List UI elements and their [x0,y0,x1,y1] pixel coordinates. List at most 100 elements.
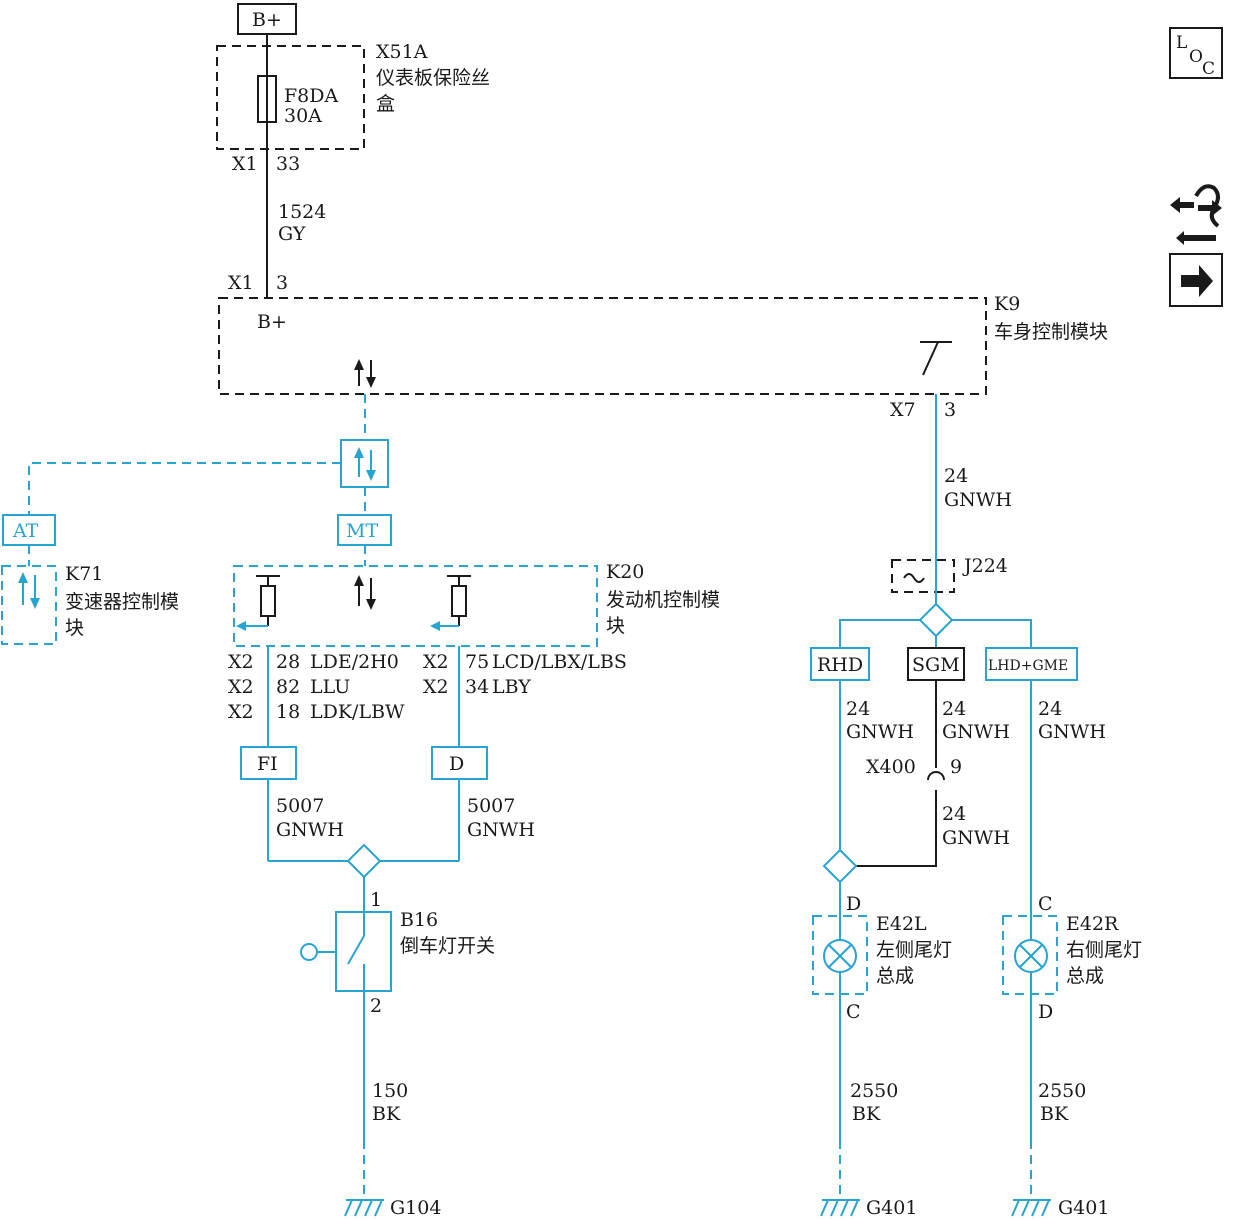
next-page-arrow-icon[interactable] [1169,253,1223,307]
bcm-outline [218,297,987,395]
wire-bcm-out-color: GNWH [944,489,1012,511]
reverse-lamp-switch-b16: 1 B16 倒车灯开关 2 150 BK G104 [300,889,495,1219]
body-control-module-k9: B+ K9 车身控制模块 X7 3 [218,293,1108,421]
wire-sgm-circuit: 24 [942,698,966,720]
ecm-serial-arrows-icon [354,575,376,610]
tcm-name-1: 变速器控制模 [65,591,179,613]
wire-rhd-circuit: 24 [846,698,870,720]
fuse-box-name-1: 仪表板保险丝 [376,67,490,89]
splice-j224-label: J224 [962,555,1008,577]
lamp-right-pin-bottom: D [1038,1001,1053,1023]
ecm-left-pin-engine: LDE/2H0 [310,651,399,673]
wire-2550-right-circuit: 2550 [1038,1080,1086,1102]
wire-rhd-color: GNWH [846,721,914,743]
fuse-rating: 30A [284,105,322,127]
lamp-right-name-2: 总成 [1066,965,1104,987]
variant-fi: FI [257,753,278,775]
variant-lhd-gme: LHD+GME [988,658,1068,674]
ecm-right-driver-icon [430,575,471,631]
lamp-right-name-1: 右侧尾灯 [1066,939,1142,961]
wire-150-color: BK [372,1103,401,1125]
fuse-box-connector: X1 [232,153,258,175]
wire-sgm-color: GNWH [942,721,1010,743]
lamp-right-id: E42R [1066,913,1119,935]
wire-lhd-circuit: 24 [1038,698,1062,720]
ecm-left-pin-number: 18 [276,701,300,723]
variant-sgm: SGM [912,654,960,676]
connector-x400-icon [927,771,945,781]
lamp-left-name-2: 总成 [876,965,914,987]
lamp-left-name-1: 左侧尾灯 [876,939,952,961]
wire-5007-left-color: GNWH [276,819,344,841]
ecm-right-pin-number: 34 [465,676,489,698]
bcm-name: 车身控制模块 [994,321,1108,343]
power-supply: B+ [237,3,297,298]
left-tail-lamp-e42l: D E42L 左侧尾灯 总成 C 2550 BK G401 [812,893,952,1219]
svg-text:O: O [1189,47,1203,67]
ecm-output-wiring: FI D 5007 GNWH 5007 GNWH [240,646,535,912]
ecm-left-driver-icon [236,575,280,631]
ecm-outline [233,565,598,647]
wire-1524-color: GY [278,223,306,245]
variant-mt: MT [346,520,378,542]
variant-at: AT [12,520,39,542]
bcm-in-connector: X1 [228,272,254,294]
bcm-id: K9 [994,293,1020,315]
splice-j224-outline [891,559,955,593]
serial-data-blue-arrows-icon [354,447,376,481]
ground-g104-label: G104 [390,1197,441,1219]
wire-x400-lower-color: GNWH [942,827,1010,849]
wire-x400-lower-circuit: 24 [942,803,966,825]
lamp-left-id: E42L [876,913,927,935]
harness-routing-icon[interactable] [1170,184,1222,245]
ecm-right-pin-connector: X2 [423,676,449,698]
ground-g104-icon [344,1199,384,1217]
switch-pin-top: 1 [370,889,382,911]
splice-diamond-right [918,602,954,638]
ecm-left-pin-engine: LDK/LBW [310,701,405,723]
ecm-right-pin-number: 75 [465,651,489,673]
fuse-box-id: X51A [376,41,428,63]
serial-data-bus: AT MT [2,394,392,566]
connector-x400-pin: 9 [950,756,962,778]
bplus-label: B+ [252,9,282,31]
fuse-box-x51a: F8DA 30A X51A 仪表板保险丝 盒 X1 33 [216,41,490,175]
wire-150-circuit: 150 [372,1080,408,1102]
bcm-out-pin: 3 [944,399,956,421]
ground-g401-right-icon [1011,1199,1051,1217]
bcm-bplus: B+ [257,311,287,333]
ecm-name-1: 发动机控制模 [606,589,720,611]
right-tail-lamp-e42r: C E42R 右侧尾灯 总成 D 2550 BK G401 [1002,893,1142,1219]
bcm-out-connector: X7 [890,399,916,421]
ground-g401-left-icon [820,1199,860,1217]
fuse-box-outline [216,45,365,150]
wire-1524: 1524 GY X1 3 [228,201,326,294]
wire-2550-left-circuit: 2550 [850,1080,898,1102]
loc-icon[interactable]: L O C [1169,27,1223,79]
ecm-left-pin-engine: LLU [310,676,350,698]
wire-5007-right-color: GNWH [467,819,535,841]
tcm-id: K71 [65,563,103,585]
serial-data-gateway-box [340,439,389,488]
wire-2550-right-color: BK [1040,1103,1069,1125]
ecm-left-pin-connector: X2 [228,676,254,698]
splice-diamond-lamp [822,848,858,884]
ecm-left-pin-number: 28 [276,651,300,673]
variant-d: D [449,753,464,775]
splice-j224-icon [903,573,925,583]
lamp-right-pin-top: C [1038,893,1053,915]
ecm-right-pin-engine: LCD/LBX/LBS [492,651,627,673]
fuse-box-pin: 33 [276,153,300,175]
switch-id: B16 [400,909,438,931]
switch-actuator-icon [300,943,318,961]
svg-text:L: L [1176,33,1187,53]
lamp-left-pin-top: D [846,893,861,915]
ecm-right-pin-connector: X2 [423,651,449,673]
bcm-in-pin: 3 [276,272,288,294]
bcm-output-switch-icon [920,341,952,376]
bcm-output-wiring: 24 GNWH J224 RHD SGM LHD+GME 24 GNWH 24 … [810,394,1106,916]
tcm-serial-arrows-icon [18,572,40,609]
connector-x400-id: X400 [866,756,916,778]
ecm-right-pin-engine: LBY [492,676,531,698]
